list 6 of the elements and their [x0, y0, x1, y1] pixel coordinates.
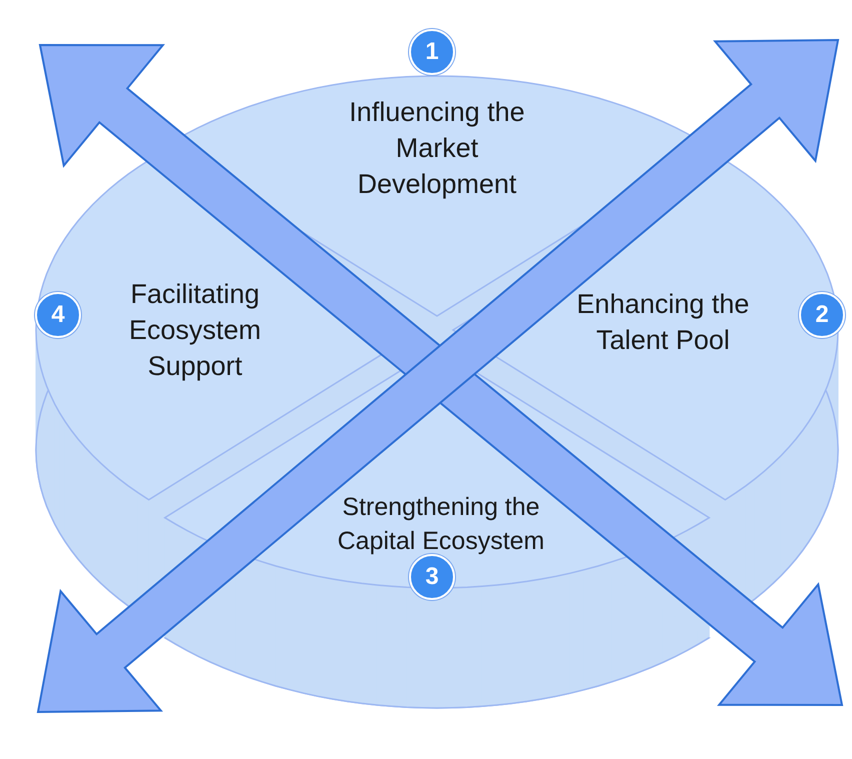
number-badge: 1 — [409, 29, 455, 75]
segment-label: Enhancing the Talent Pool — [576, 288, 750, 357]
segment-label: Facilitating Ecosystem Support — [128, 278, 262, 383]
segment-label: Strengthening the Capital Ecosystem — [336, 492, 546, 557]
segment-label: Influencing the Market Development — [348, 96, 526, 201]
number-badge: 2 — [799, 292, 845, 338]
